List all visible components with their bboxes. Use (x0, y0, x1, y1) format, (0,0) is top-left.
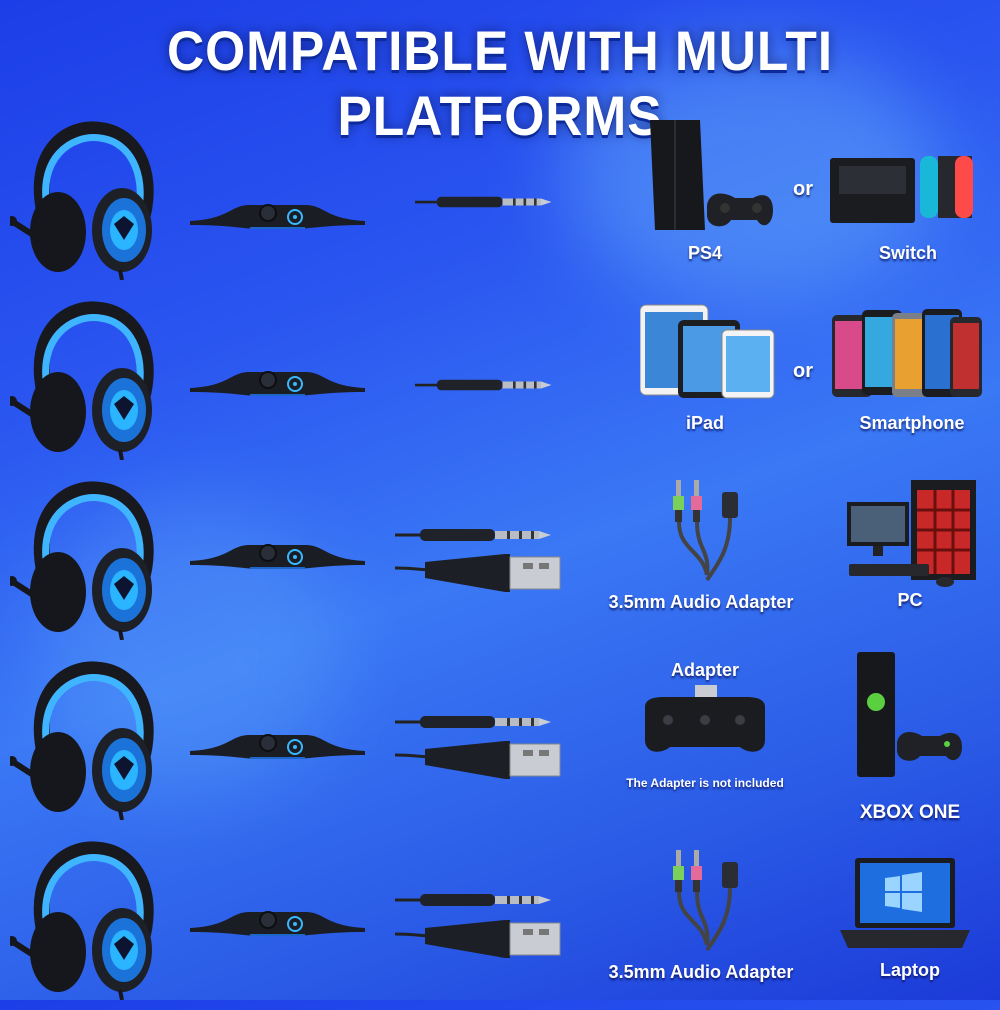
usb-plug-icon (395, 914, 565, 964)
ipad-icon (640, 304, 775, 399)
platform-label-smartphone: Smartphone (859, 413, 965, 433)
platform-label-laptop: Laptop (880, 960, 940, 980)
or-text: or (793, 360, 813, 382)
platform-row-xbox: Adapter The Adapter is not included XBOX… (0, 652, 1000, 830)
xbox-console-icon (857, 652, 962, 777)
platform-label-switch: Switch (878, 243, 937, 263)
smartphone-icon (832, 309, 982, 397)
platform-label-pc: PC (897, 590, 923, 610)
inline-control-icon (190, 725, 365, 765)
headset-icon (10, 120, 160, 280)
inline-control-icon (190, 362, 365, 402)
platform-label-xbox-one: XBOX ONE (859, 802, 961, 823)
page-title: COMPATIBLE WITH MULTI PLATFORMS (166, 19, 834, 147)
headset-icon (10, 300, 160, 460)
platform-row-pc: 3.5mm Audio Adapter PC (0, 480, 1000, 650)
audio-jack-icon (395, 712, 555, 732)
inline-control-icon (190, 902, 365, 942)
adapter-label: 3.5mm Audio Adapter (608, 962, 794, 982)
audio-splitter-icon (662, 850, 742, 960)
laptop-icon (840, 858, 970, 948)
adapter-note: The Adapter is not included (626, 776, 784, 790)
adapter-label: 3.5mm Audio Adapter (608, 592, 794, 612)
inline-control-icon (190, 535, 365, 575)
audio-splitter-icon (662, 480, 742, 590)
usb-plug-icon (395, 735, 565, 785)
platform-row-ps4-switch: or PS4 Switch (0, 120, 1000, 290)
xbox-adapter-icon (645, 685, 765, 752)
audio-jack-icon (415, 375, 555, 395)
inline-control-icon (190, 195, 365, 235)
gaming-pc-icon (847, 480, 976, 587)
headset-icon (10, 840, 160, 1000)
ps4-console-icon (650, 120, 773, 230)
audio-jack-icon (395, 525, 555, 545)
audio-jack-icon (395, 890, 555, 910)
usb-plug-icon (395, 548, 565, 598)
platform-row-laptop: 3.5mm Audio Adapter Laptop (0, 840, 1000, 1010)
or-text: or (793, 178, 813, 200)
headset-icon (10, 480, 160, 640)
platform-row-ipad-smartphone: or iPad Smartphone (0, 300, 1000, 470)
platform-label-ps4: PS4 (687, 243, 723, 263)
adapter-title: Adapter (670, 660, 739, 680)
platform-label-ipad: iPad (685, 413, 724, 433)
switch-console-icon (830, 156, 973, 223)
headset-icon (10, 660, 160, 820)
audio-jack-icon (415, 192, 555, 212)
